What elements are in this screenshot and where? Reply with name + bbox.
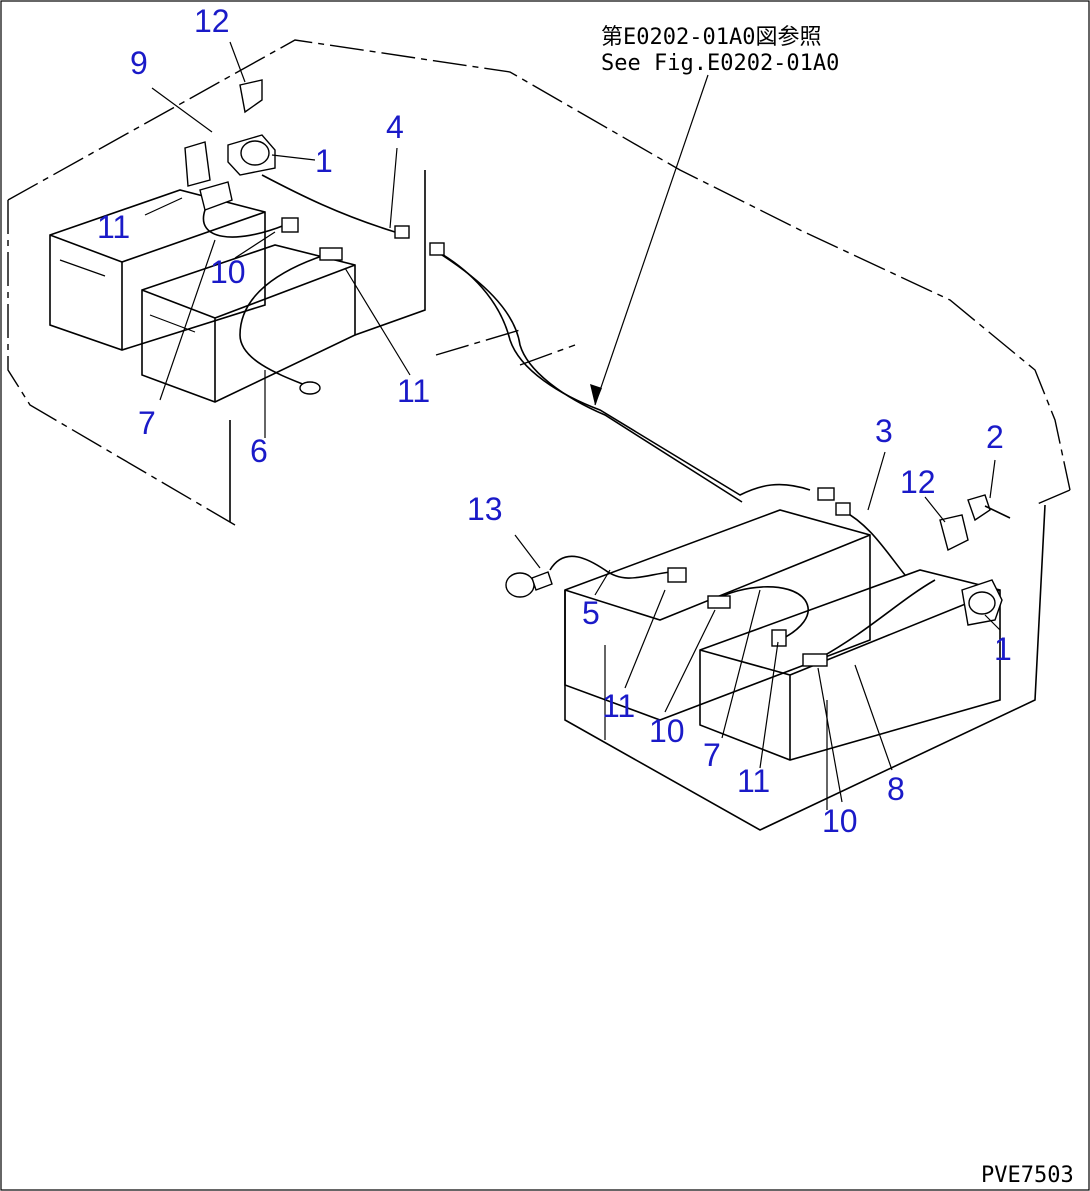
- callout-11: 11: [397, 373, 430, 409]
- reference-text-ja: 第E0202-01A0図参照: [601, 25, 821, 50]
- right-front-battery: [699, 569, 1001, 761]
- callout-12: 12: [194, 3, 230, 39]
- callouts: 12 9 1 4 11 10 7 6 11 3 2 12 13 5 1 11 1…: [97, 3, 1012, 839]
- callout-7: 7: [703, 737, 721, 773]
- callout-10: 10: [210, 254, 246, 290]
- left-cable-10: [202, 209, 286, 238]
- left-cable-6: [239, 254, 326, 386]
- callout-12: 12: [900, 464, 936, 500]
- drawing-code: PVE7503: [981, 1163, 1074, 1188]
- callout-10: 10: [649, 713, 685, 749]
- right-cable-8: [819, 579, 936, 659]
- right-battery-group: [564, 504, 1046, 831]
- left-battery-group: [49, 170, 426, 522]
- right-cable-5: [549, 555, 671, 579]
- left-rear-battery: [49, 189, 266, 351]
- callout-11: 11: [602, 688, 635, 724]
- callout-11: 11: [737, 763, 770, 799]
- left-cable-4: [261, 174, 396, 233]
- left-battery-relay: [184, 79, 276, 211]
- bolt-part-2: [967, 494, 1011, 522]
- callout-5: 5: [582, 595, 600, 631]
- callout-1: 1: [315, 143, 333, 179]
- callout-11: 11: [97, 209, 130, 245]
- callout-4: 4: [386, 109, 404, 145]
- bolt-part-13: [505, 571, 553, 598]
- callout-9: 9: [130, 45, 148, 81]
- callout-2: 2: [986, 419, 1004, 455]
- callout-8: 8: [887, 771, 905, 807]
- callout-13: 13: [467, 491, 503, 527]
- callout-1: 1: [994, 631, 1012, 667]
- callout-6: 6: [250, 433, 268, 469]
- reference-text-en: See Fig.E0202-01A0: [601, 51, 839, 76]
- callout-10: 10: [822, 803, 858, 839]
- callout-3: 3: [875, 413, 893, 449]
- right-cable-7: [714, 586, 809, 641]
- leader-lines: [144, 41, 1001, 803]
- chassis-outline: [7, 39, 1071, 526]
- reference-arrow: [594, 74, 709, 406]
- right-battery-relay: [939, 514, 1003, 626]
- callout-7: 7: [138, 405, 156, 441]
- main-harness: [434, 249, 811, 496]
